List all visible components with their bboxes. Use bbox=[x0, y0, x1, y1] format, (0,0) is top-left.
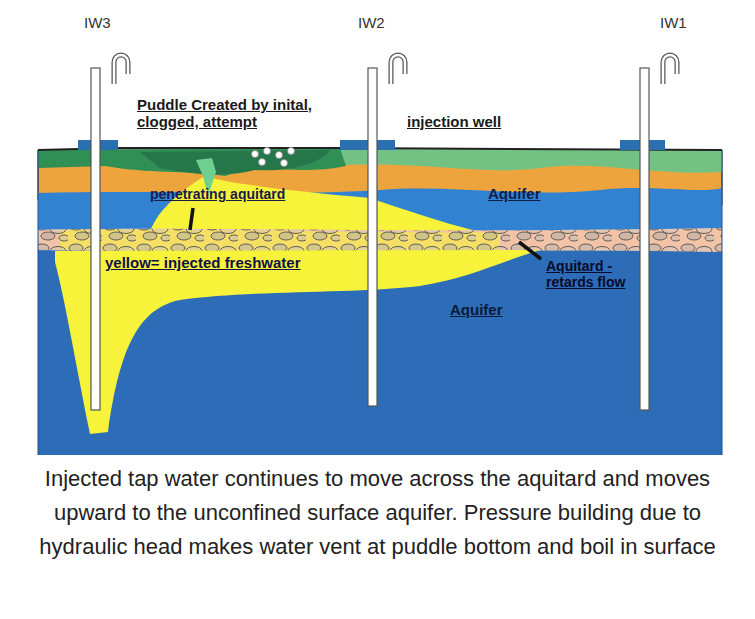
freshwater-plume-upper bbox=[150, 176, 480, 232]
well-name: IW2 bbox=[358, 14, 398, 31]
well-casing bbox=[640, 68, 649, 410]
well-casing bbox=[91, 68, 100, 410]
section-edge bbox=[722, 150, 723, 455]
layer-label: Aquifer bbox=[450, 301, 540, 318]
layer-label: Aquifer bbox=[488, 185, 578, 202]
tap-symbol bbox=[114, 55, 677, 84]
aquitard-rocks bbox=[38, 228, 722, 252]
freshwater-plume-lower bbox=[55, 250, 540, 434]
legend-note: yellow= injected freshwater bbox=[105, 254, 335, 271]
layer-label: Aquitard - retards flow bbox=[546, 258, 636, 290]
part-label: penetrating aquitard bbox=[150, 186, 325, 202]
caption: Injected tap water continues to move acr… bbox=[14, 462, 741, 564]
bubbles bbox=[252, 148, 295, 167]
well-name: IW1 bbox=[660, 14, 700, 31]
grass-layer bbox=[38, 148, 346, 176]
leader-line bbox=[190, 208, 193, 230]
part-label: injection well bbox=[407, 113, 547, 130]
well-name: IW3 bbox=[84, 14, 124, 31]
well-casing bbox=[368, 68, 377, 406]
aquitard-band bbox=[38, 228, 722, 252]
grass-layer bbox=[330, 148, 722, 173]
puddle bbox=[140, 150, 330, 174]
section-edge bbox=[38, 150, 39, 455]
leader-line bbox=[519, 242, 541, 259]
puddle-note: Puddle Created by inital, clogged, attem… bbox=[137, 96, 365, 131]
